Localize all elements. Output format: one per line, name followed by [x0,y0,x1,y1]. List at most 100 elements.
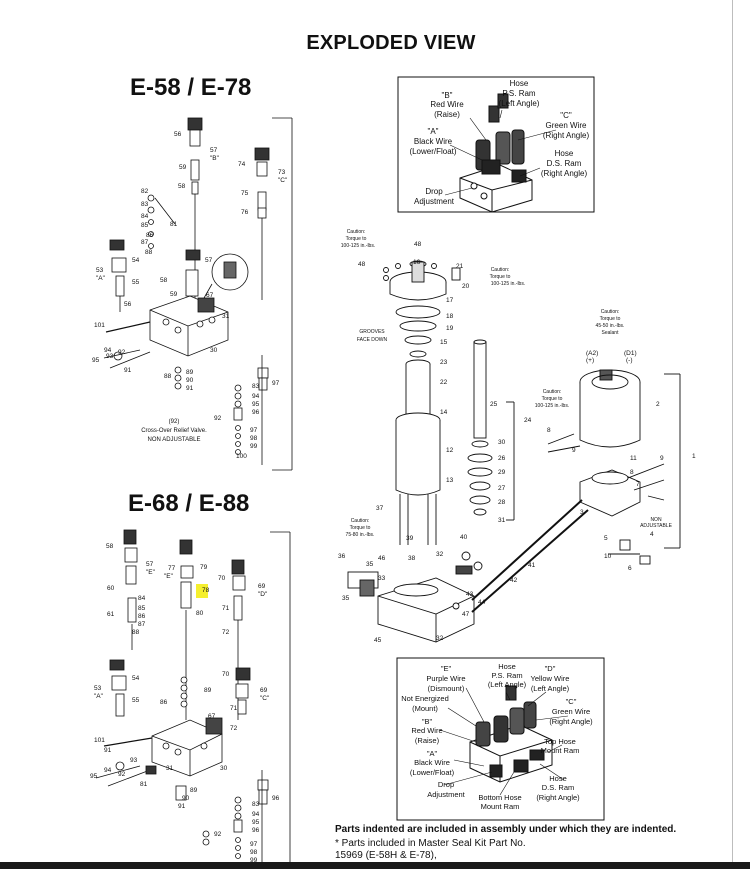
caution-1-l2: Torque to [346,236,367,242]
svg-text:1: 1 [692,453,696,460]
svg-text:35: 35 [366,561,374,568]
svg-text:8: 8 [630,469,634,476]
svg-text:91: 91 [104,747,112,754]
svg-text:31: 31 [222,313,230,320]
svg-text:22: 22 [440,379,448,386]
svg-text:96: 96 [252,409,260,416]
bot-hose-ds-l2: D.S. Ram [542,783,575,792]
top-hose-ds-l3: (Right Angle) [541,169,588,178]
svg-text:81: 81 [170,221,178,228]
bot-a-l1: "A" [427,749,438,758]
svg-text:94: 94 [252,393,260,400]
svg-text:2: 2 [656,401,660,408]
svg-text:89: 89 [204,687,212,694]
svg-text:46: 46 [378,555,386,562]
caution-2-l3: 100-125 in.-lbs. [491,281,525,287]
svg-text:67: 67 [206,292,214,299]
svg-text:19: 19 [446,325,454,332]
bot-hose-ps-l3: (Left Angle) [488,680,527,689]
svg-text:97: 97 [250,841,258,848]
svg-text:"B": "B" [210,155,220,162]
svg-text:54: 54 [132,675,140,682]
svg-text:70: 70 [222,671,230,678]
svg-text:55: 55 [132,279,140,286]
caution-1-l1: Caution: [347,229,366,235]
svg-text:89: 89 [186,369,194,376]
svg-text:17: 17 [446,297,454,304]
svg-text:18: 18 [446,313,454,320]
svg-text:35: 35 [342,595,350,602]
svg-text:92: 92 [214,415,222,422]
non-adjustable-l1: NON [650,517,662,523]
grooves-l1: GROOVES [359,329,385,335]
svg-text:87: 87 [138,621,146,628]
svg-text:84: 84 [141,213,149,220]
top-box-labels: Hose P.S. Ram (Left Angle) "B" Red Wire … [409,79,589,206]
top-hose-ds-l2: D.S. Ram [547,159,582,168]
caution-4-l2: Torque to [542,396,563,402]
svg-text:45: 45 [374,637,382,644]
svg-text:58: 58 [106,543,114,550]
svg-text:44: 44 [478,599,486,606]
cross-over-l3: NON ADJUSTABLE [148,437,201,443]
svg-text:88: 88 [132,629,140,636]
svg-text:82: 82 [141,188,149,195]
bot-c-l2: Green Wire [552,707,590,716]
svg-text:30: 30 [220,765,228,772]
svg-text:96: 96 [252,827,260,834]
top-c-l1: "C" [560,111,572,120]
svg-text:55: 55 [132,697,140,704]
svg-text:16: 16 [413,259,421,266]
svg-text:36: 36 [338,553,346,560]
bot-c-l1: "C" [566,697,577,706]
svg-text:69: 69 [260,687,268,694]
svg-text:58: 58 [178,183,186,190]
top-hose-ps-l2: P.S. Ram [502,89,536,98]
svg-text:95: 95 [252,401,260,408]
top-c-l2: Green Wire [546,121,587,130]
svg-text:91: 91 [186,385,194,392]
bot-d-l1: "D" [545,664,556,673]
footnote-part-number: 15969 (E-58H & E-78), [335,850,437,861]
top-a-l3: (Lower/Float) [409,147,456,156]
svg-text:28: 28 [498,499,506,506]
svg-text:87: 87 [141,239,149,246]
svg-text:21: 21 [456,263,464,270]
top-hose-ps-l3: (Left Angle) [499,99,540,108]
bot-e-l1: "E" [441,664,452,673]
svg-text:59: 59 [179,164,187,171]
valve-block-bottom [469,685,553,783]
bottom-box-labels: "E" Purple Wire (Dismount) Hose P.S. Ram… [401,662,593,811]
svg-text:83: 83 [252,383,260,390]
e68-e88-title: E-68 / E-88 [128,490,250,517]
footnote-indented: Parts indented are included in assembly … [335,824,677,835]
valve-block-top [459,93,533,213]
svg-text:"E": "E" [164,573,174,580]
svg-text:83: 83 [252,801,260,808]
svg-text:88: 88 [145,249,153,256]
svg-text:30: 30 [498,439,506,446]
bot-bottom-hose-l2: Mount Ram [481,802,520,811]
svg-text:90: 90 [186,377,194,384]
caution-1-l3: 100-125 in.-lbs. [341,243,375,249]
bot-bottom-hose-l1: Bottom Hose [478,793,521,802]
top-a-l1: "A" [427,127,438,136]
bot-a-l3: (Lower/Float) [410,768,455,777]
page-edge [732,0,733,862]
bot-b-l1: "B" [422,717,433,726]
caution-2-l1: Caution: [491,267,510,273]
svg-text:69: 69 [258,583,266,590]
bot-a-l2: Black Wire [414,758,450,767]
top-b-l3: (Raise) [434,110,460,119]
svg-text:71: 71 [230,705,238,712]
svg-text:88: 88 [164,373,172,380]
svg-text:3: 3 [580,509,584,516]
svg-text:101: 101 [94,322,105,329]
svg-text:41: 41 [528,562,536,569]
top-b-l1: "B" [441,91,452,100]
svg-text:93: 93 [106,353,114,360]
svg-text:"D": "D" [258,591,268,598]
caution-5-l3: 75-80 in.-lbs. [346,532,375,538]
svg-text:99: 99 [250,443,258,450]
